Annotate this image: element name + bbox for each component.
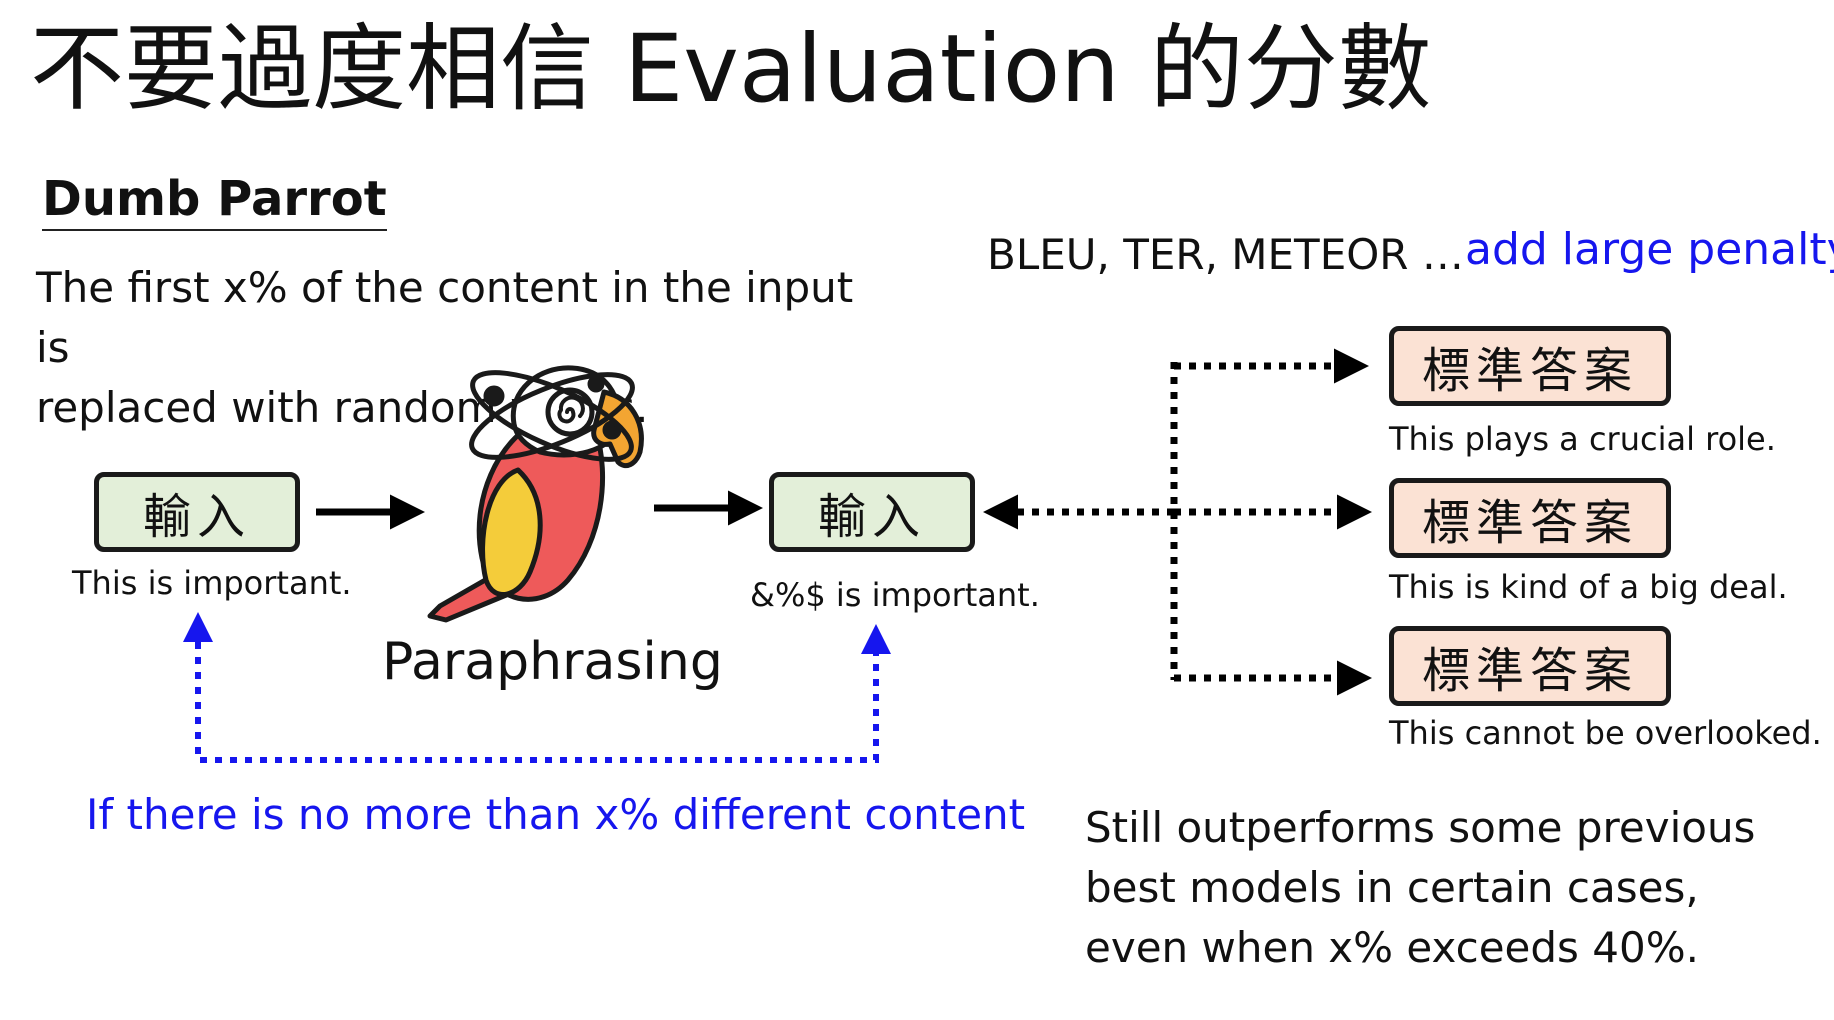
condition-note: If there is no more than x% different co… bbox=[86, 790, 1026, 839]
reference-caption-2: This is kind of a big deal. bbox=[1389, 568, 1788, 606]
conclusion: Still outperforms some previous best mod… bbox=[1085, 798, 1755, 978]
comparison-bracket bbox=[983, 348, 1372, 696]
input-caption: This is important. bbox=[72, 564, 352, 602]
penalty-note: add large penalty bbox=[1465, 224, 1834, 275]
page-title: 不要過度相信 Evaluation 的分數 bbox=[30, 15, 1432, 124]
metrics-label: BLEU, TER, METEOR … bbox=[987, 230, 1464, 279]
paraphrasing-label: Paraphrasing bbox=[382, 632, 723, 692]
output-box-label: 輸入 bbox=[817, 489, 926, 545]
section-title: Dumb Parrot bbox=[42, 171, 387, 232]
reference-box-2: 標準答案 bbox=[1389, 478, 1671, 558]
reference-caption-1: This plays a crucial role. bbox=[1389, 420, 1776, 458]
conclusion-line-1: Still outperforms some previous bbox=[1085, 803, 1756, 852]
input-box-label: 輸入 bbox=[142, 489, 251, 545]
reference-box-2-label: 標準答案 bbox=[1421, 495, 1638, 551]
output-caption: &%$ is important. bbox=[750, 576, 1040, 614]
reference-caption-3: This cannot be overlooked. bbox=[1389, 714, 1822, 752]
output-box: 輸入 bbox=[769, 472, 975, 552]
difference-loop bbox=[183, 612, 891, 763]
description-line-1: The first x% of the content in the input… bbox=[36, 263, 854, 372]
input-box: 輸入 bbox=[94, 472, 300, 552]
conclusion-line-3: even when x% exceeds 40%. bbox=[1085, 923, 1699, 972]
conclusion-line-2: best models in certain cases, bbox=[1085, 863, 1699, 912]
parrot-icon bbox=[427, 365, 644, 623]
reference-box-1-label: 標準答案 bbox=[1421, 343, 1638, 399]
reference-box-3-label: 標準答案 bbox=[1421, 643, 1638, 699]
reference-box-1: 標準答案 bbox=[1389, 326, 1671, 406]
reference-box-3: 標準答案 bbox=[1389, 626, 1671, 706]
